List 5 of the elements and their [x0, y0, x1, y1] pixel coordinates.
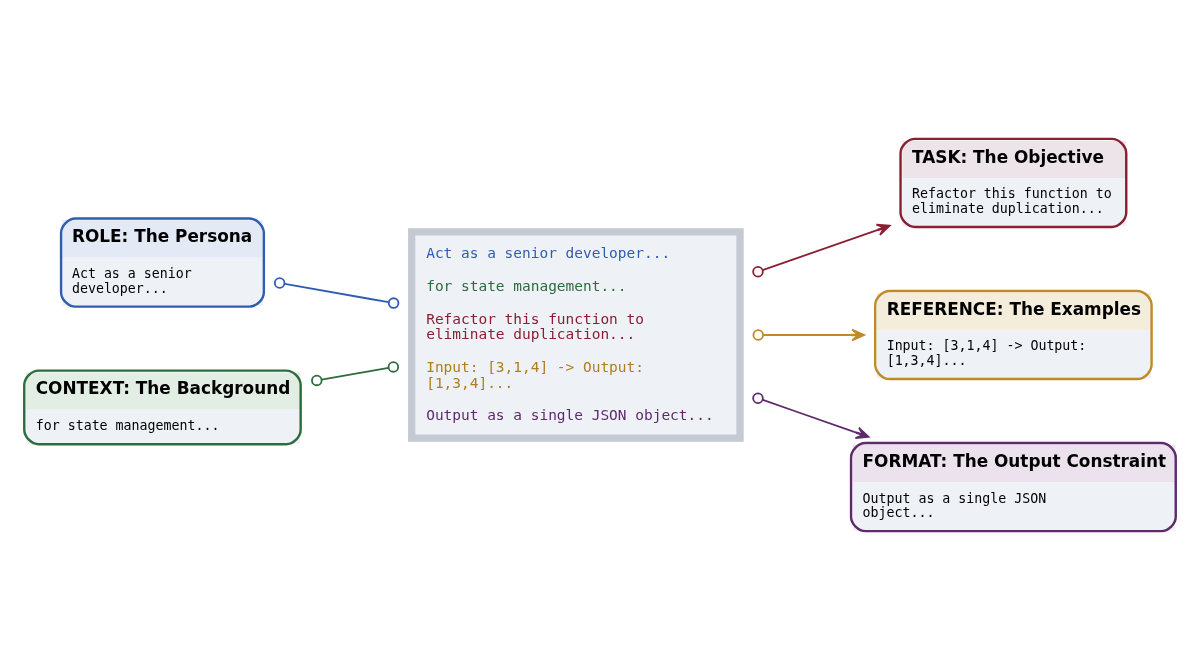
arrow — [752, 392, 870, 439]
connector — [311, 361, 400, 387]
arrow — [752, 328, 866, 342]
connector — [273, 277, 400, 309]
arrow — [752, 223, 891, 278]
